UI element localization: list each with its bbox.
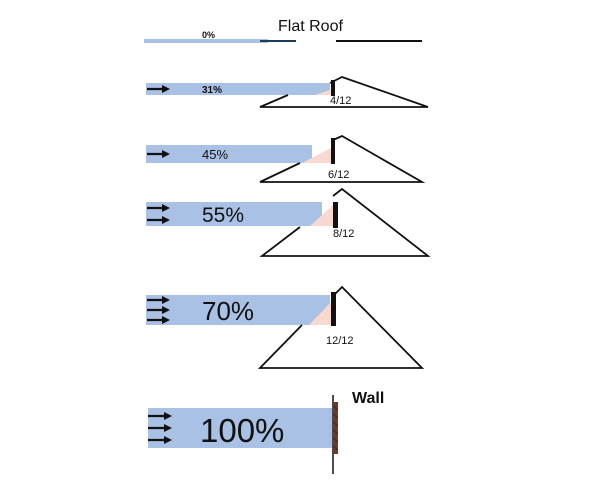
ridge-post [331,138,335,164]
wind-arrow-icon [147,296,170,324]
wall-hatch [332,429,339,435]
wall-section [333,402,338,454]
pressure-wedge [302,147,333,163]
flat-wind-band [144,39,268,43]
pitch-label: 8/12 [333,228,354,240]
ridge-post [331,80,335,96]
wind-band [148,408,332,448]
roof-6-12-group: 45% 6/12 [146,134,426,183]
wall-hatch [332,405,339,411]
flat-roof-group: Flat Roof 0% [144,18,422,43]
pressure-wedge [310,205,333,226]
wind-band [146,295,330,325]
pressure-wedge [315,89,333,95]
roof-4-12-group: 31% 4/12 [146,76,429,108]
wall-group: Wall 100% [148,390,384,474]
roof-percent: 31% [202,85,222,96]
roof-percent: 55% [202,204,244,227]
pressure-wedge [309,300,333,325]
roof-8-12-group: 55% 8/12 [146,187,431,257]
wall-percent: 100% [200,412,284,449]
ridge-post [331,292,336,326]
wall-hatch [332,413,339,419]
flat-percent: 0% [202,30,215,40]
wind-band [146,145,312,163]
roof-outline [259,187,431,257]
roof-percent: 45% [202,147,228,162]
wind-arrow-icon [147,150,170,158]
wall-hatch [332,421,339,427]
roof-outline [259,134,426,183]
pitch-label: 6/12 [328,169,349,181]
wall-hatch [332,437,339,443]
roof-percent: 70% [202,296,254,326]
wall-label: Wall [352,390,384,407]
wind-arrow-icon [148,412,172,444]
roof-outline [257,285,425,369]
wind-band [146,83,330,95]
wind-arrow-icon [147,204,170,224]
pitch-label: 4/12 [330,95,351,107]
flat-roof-label: Flat Roof [278,18,343,35]
wind-arrow-icon [147,85,170,93]
ridge-post [333,202,338,228]
roof-12-12-group: 70% 12/12 [146,285,425,369]
roof-outline [259,76,429,108]
wind-band [146,202,322,226]
pitch-label: 12/12 [326,335,354,347]
wall-hatch [332,445,339,451]
